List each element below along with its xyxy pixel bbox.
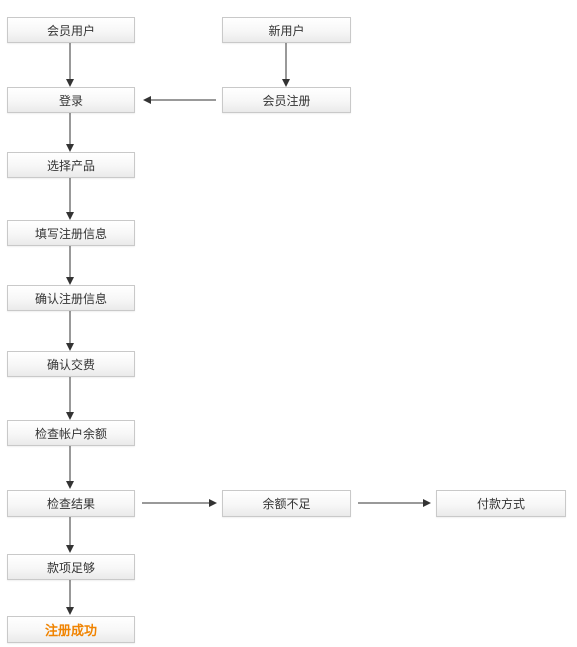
node-insufficient-balance: 余额不足 [222,490,351,517]
node-payment-method: 付款方式 [436,490,566,517]
node-fill-registration-info: 填写注册信息 [7,220,135,246]
node-sufficient-funds: 款项足够 [7,554,135,580]
node-login: 登录 [7,87,135,113]
node-registration-success: 注册成功 [7,616,135,643]
node-member-user: 会员用户 [7,17,135,43]
node-check-result: 检查结果 [7,490,135,517]
node-select-product: 选择产品 [7,152,135,178]
node-confirm-payment: 确认交费 [7,351,135,377]
node-check-account-balance: 检查帐户余额 [7,420,135,446]
node-member-register: 会员注册 [222,87,351,113]
node-confirm-registration-info: 确认注册信息 [7,285,135,311]
node-new-user: 新用户 [222,17,351,43]
